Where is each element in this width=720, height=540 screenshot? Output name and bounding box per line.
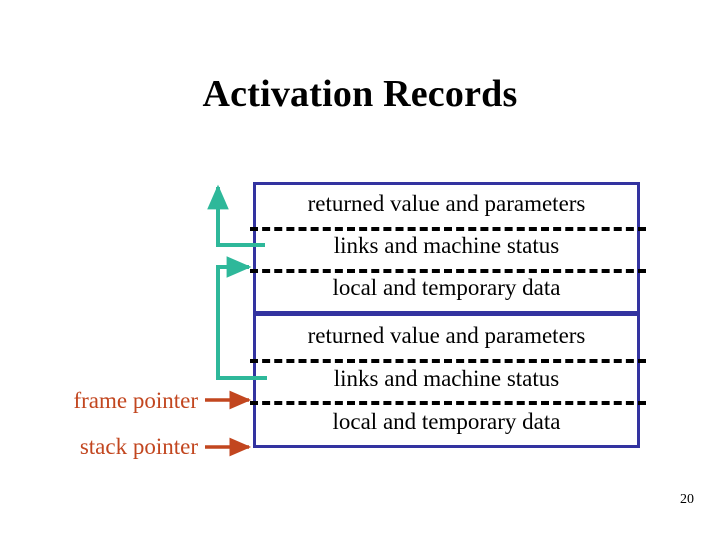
record-row-local-data: local and temporary data: [332, 275, 561, 300]
page-title: Activation Records: [202, 73, 518, 115]
record-row-links-status: links and machine status: [333, 366, 560, 391]
record-row-returned-value: returned value and parameters: [307, 323, 586, 348]
record-row-links-status: links and machine status: [333, 233, 560, 258]
caller-activation-record: returned value and parameters links and …: [253, 313, 640, 448]
stack-pointer-label: stack pointer: [79, 434, 198, 459]
record-separator-dashed: [250, 227, 646, 231]
page-number: 20: [680, 492, 694, 507]
record-separator-dashed: [250, 401, 646, 405]
callee-activation-record: returned value and parameters links and …: [253, 182, 640, 314]
record-separator-dashed: [250, 269, 646, 273]
record-row-returned-value: returned value and parameters: [307, 191, 586, 216]
record-separator-dashed: [250, 359, 646, 363]
record-row-local-data: local and temporary data: [332, 409, 561, 434]
frame-pointer-label: frame pointer: [73, 388, 198, 413]
